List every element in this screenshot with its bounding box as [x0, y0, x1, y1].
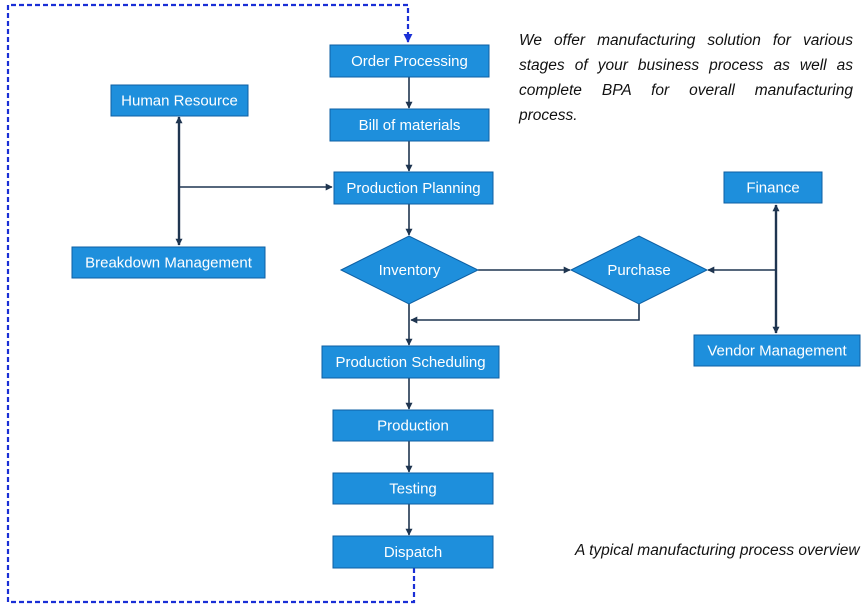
order-processing-label: Order Processing: [351, 53, 468, 70]
node-production-scheduling: Production Scheduling: [321, 345, 500, 379]
breakdown-management-label: Breakdown Management: [85, 254, 253, 271]
node-bill-of-materials: Bill of materials: [329, 108, 490, 142]
node-finance: Finance: [723, 171, 823, 204]
node-testing: Testing: [332, 472, 494, 505]
node-dispatch: Dispatch: [332, 535, 494, 569]
diagram-caption: A typical manufacturing process overview: [575, 542, 860, 559]
node-inventory: Inventory: [339, 235, 480, 305]
dispatch-label: Dispatch: [384, 544, 442, 561]
node-vendor-management: Vendor Management: [693, 334, 861, 367]
node-purchase: Purchase: [569, 235, 709, 305]
vendor-management-label: Vendor Management: [707, 342, 847, 359]
purchase-label: Purchase: [607, 262, 670, 279]
testing-label: Testing: [389, 480, 437, 497]
production-planning-label: Production Planning: [346, 180, 480, 197]
node-human-resource: Human Resource: [110, 84, 249, 117]
node-production: Production: [332, 409, 494, 442]
node-breakdown-management: Breakdown Management: [71, 246, 266, 279]
finance-label: Finance: [746, 179, 799, 196]
inventory-label: Inventory: [379, 262, 441, 279]
human-resource-label: Human Resource: [121, 92, 238, 109]
intro-text: We offer manufacturing solution for vari…: [519, 32, 853, 124]
node-order-processing: Order Processing: [329, 44, 490, 78]
edge-purchase-return: [410, 304, 640, 324]
production-scheduling-label: Production Scheduling: [335, 354, 485, 371]
production-label: Production: [377, 417, 449, 434]
bill-of-materials-label: Bill of materials: [359, 117, 461, 134]
feedback-loop-arrow: [6, 3, 416, 604]
node-production-planning: Production Planning: [333, 171, 494, 205]
